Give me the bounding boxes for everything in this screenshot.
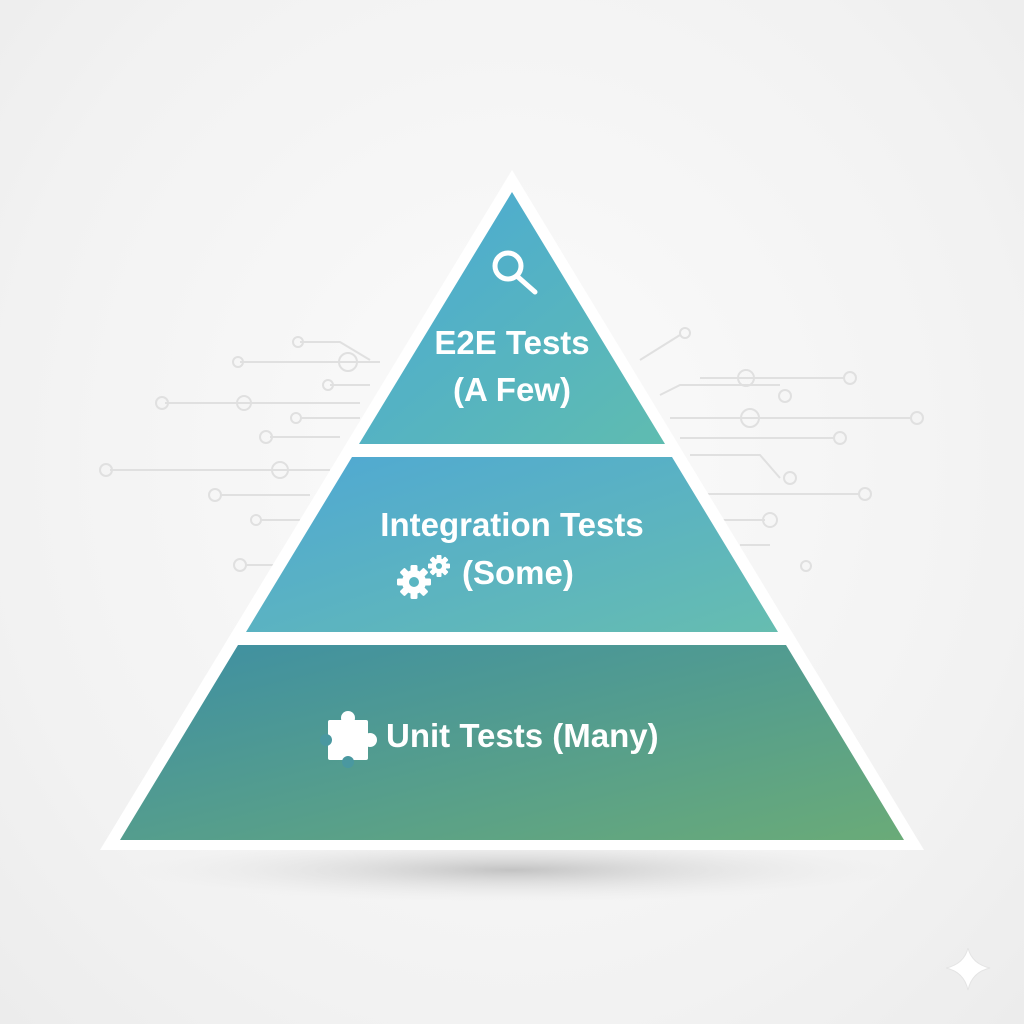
circuit-decoration-left	[99, 336, 380, 572]
tier-e2e	[359, 192, 665, 444]
integration-title: Integration Tests	[380, 506, 643, 543]
integration-subtitle: (Some)	[462, 554, 574, 591]
e2e-subtitle: (A Few)	[453, 371, 571, 408]
pyramid-shadow	[132, 838, 892, 902]
circuit-decoration-right	[639, 327, 924, 572]
unit-label: Unit Tests (Many)	[386, 717, 659, 754]
gears-icon	[397, 555, 450, 599]
magnifier-icon	[492, 250, 538, 295]
sparkle-icon	[945, 947, 991, 991]
e2e-title: E2E Tests	[434, 324, 589, 361]
tier-unit	[120, 645, 904, 840]
puzzle-piece-icon	[320, 711, 377, 768]
tier-integration	[246, 457, 778, 632]
